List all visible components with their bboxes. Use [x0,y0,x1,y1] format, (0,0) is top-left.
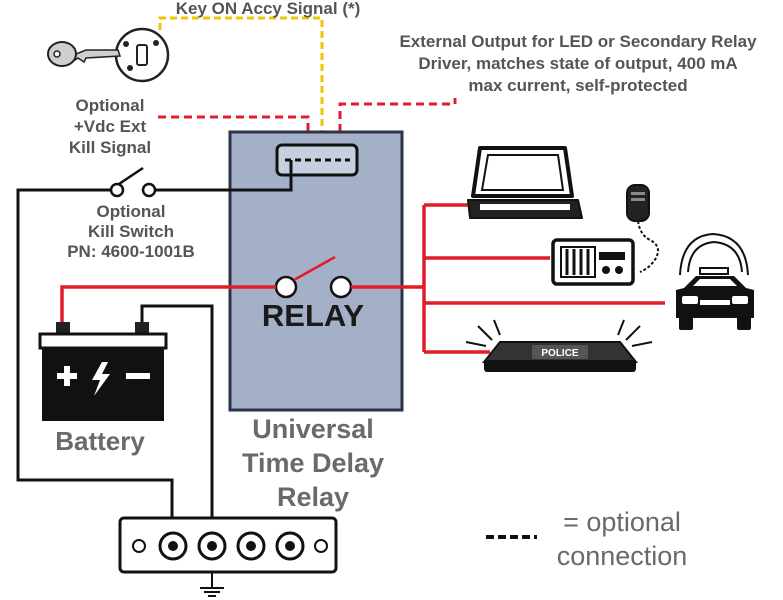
ground-wires [16,160,293,530]
legend-label-2: connection [557,541,688,571]
key-signal-wire [158,16,324,158]
relay-box [228,130,404,412]
relay-label: RELAY [262,298,365,333]
external-output-label-2: Driver, matches state of output, 400 mA [418,54,737,73]
optional-kill-label-1: Optional [76,96,145,115]
police-car-icon [676,232,754,330]
key-signal-label: Key ON Accy Signal (*) [176,0,361,18]
legend-label-1: = optional [563,507,681,537]
radio-icon [551,238,635,286]
kill-switch-label-1: Optional [97,202,166,221]
relay-contact-right [329,275,353,299]
relay-contact-left [274,275,298,299]
earth-ground-icon [200,572,224,597]
kill-switch-label-2: Kill Switch [88,222,174,241]
police-label: POLICE [541,348,579,359]
police-lightbar-icon: POLICE [465,319,653,372]
device-title-1: Universal [252,414,374,444]
device-title-2: Time Delay [242,448,384,478]
optional-kill-label-3: Kill Signal [69,138,151,157]
optional-kill-label-2: +Vdc Ext [74,117,147,136]
laptop-icon [467,146,583,219]
relay-switch-arm [293,255,336,282]
kill-switch [109,166,157,198]
battery-icon [38,322,168,421]
microphone-icon [626,184,659,273]
external-output-label-1: External Output for LED or Secondary Rel… [399,32,757,51]
ignition-key-icon [47,27,170,83]
kill-switch-label-3: PN: 4600-1001B [67,242,195,261]
power-wires [60,203,665,354]
external-output-label-3: max current, self-protected [468,76,687,95]
device-title-3: Relay [277,482,349,512]
legend: = optional connection [486,507,687,571]
battery-label: Battery [55,426,145,456]
kill-signal-wire [158,115,310,158]
ground-terminal-block [118,516,338,574]
